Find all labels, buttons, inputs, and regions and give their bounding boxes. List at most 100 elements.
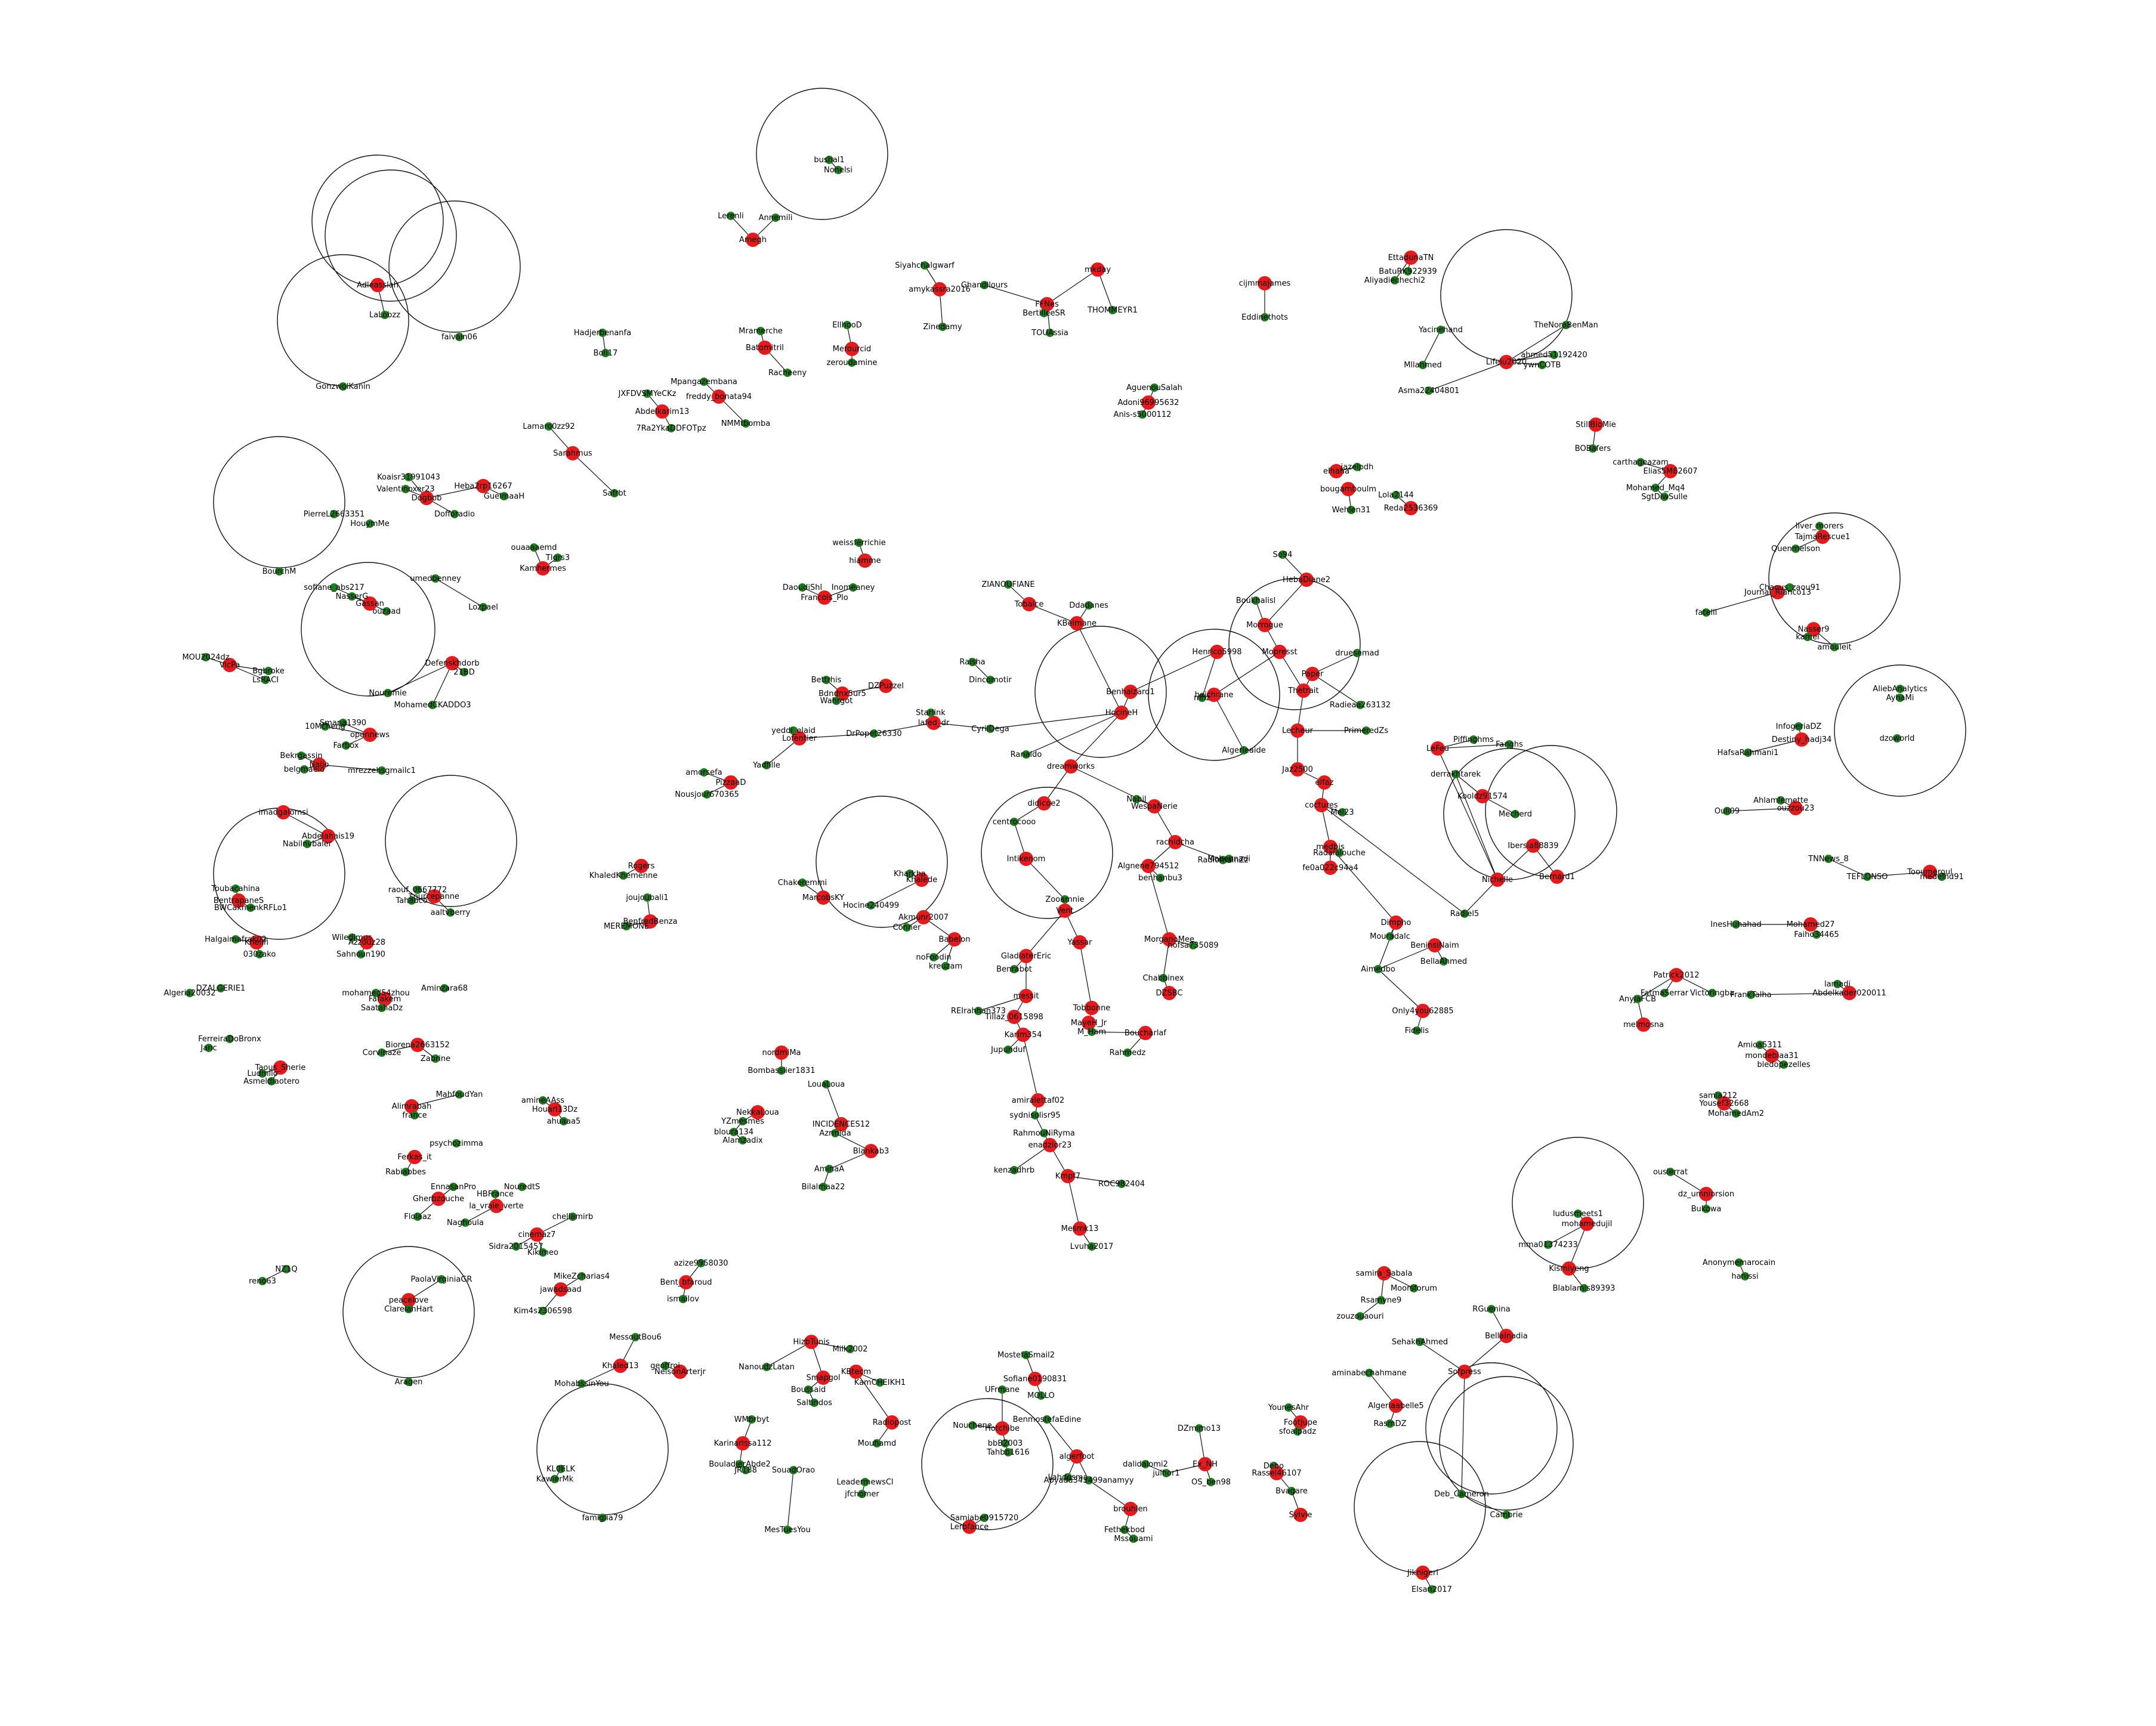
- node-zouzouaouri[interactable]: [1356, 1312, 1364, 1320]
- node-mohamed[interactable]: [428, 701, 437, 709]
- node-yadfille[interactable]: [762, 761, 771, 769]
- node-boussaid[interactable]: [804, 1385, 813, 1394]
- node-lecheur[interactable]: [1290, 723, 1305, 738]
- node-benhalzard[interactable]: [1123, 685, 1138, 699]
- node-amouleit[interactable]: [1830, 643, 1839, 651]
- node-m_ham[interactable]: [1088, 1028, 1096, 1036]
- node-kharkha[interactable]: [906, 870, 914, 878]
- node-dzmimo13[interactable]: [1195, 1424, 1203, 1433]
- node-hiamme[interactable]: [858, 553, 872, 568]
- node-saatahadz[interactable]: [378, 1004, 386, 1012]
- node-paper[interactable]: [1305, 667, 1320, 681]
- node-fatmaserrar[interactable]: [1660, 989, 1669, 997]
- node-akmune[interactable]: [916, 910, 931, 924]
- node-corvina[interactable]: [378, 1048, 386, 1057]
- node-asmeldiaotero[interactable]: [267, 1077, 276, 1085]
- node-tnnews[interactable]: [1824, 855, 1833, 863]
- node-lamadi[interactable]: [1833, 980, 1842, 988]
- node-dofforadio[interactable]: [450, 510, 459, 518]
- node-didicoe[interactable]: [1037, 796, 1051, 811]
- node-heichrane[interactable]: [1207, 688, 1221, 702]
- node-ouzaad[interactable]: [382, 607, 391, 615]
- node-benfredbenza[interactable]: [643, 914, 657, 929]
- node-rogers[interactable]: [634, 859, 648, 873]
- node-mohabssinyou[interactable]: [577, 1379, 586, 1388]
- node-ayhami[interactable]: [1896, 694, 1904, 702]
- node-bernard1[interactable]: [1550, 870, 1564, 884]
- node-mssouami[interactable]: [1129, 1535, 1138, 1543]
- node-centrocooo[interactable]: [1010, 818, 1018, 826]
- node-mohamed27[interactable]: [1803, 917, 1818, 932]
- node-touassia[interactable]: [1046, 329, 1054, 337]
- node-abdelahais19[interactable]: [321, 829, 335, 843]
- node-thenora[interactable]: [1562, 321, 1570, 329]
- node-ferkas[interactable]: [407, 1150, 422, 1164]
- node-smapgol[interactable]: [816, 1371, 830, 1385]
- node-bettrhis[interactable]: [822, 676, 830, 684]
- node-kooldz[interactable]: [1475, 789, 1490, 803]
- node-asma22[interactable]: [1425, 386, 1433, 395]
- node-mostefasmail2[interactable]: [1022, 1351, 1030, 1359]
- node-heba[interactable]: [476, 479, 490, 493]
- node-ddadanes[interactable]: [1085, 601, 1093, 610]
- node-amiralettaf02[interactable]: [1031, 1093, 1045, 1108]
- node-elsan2017[interactable]: [1428, 1585, 1436, 1594]
- node-merourcid[interactable]: [845, 342, 859, 356]
- node-bourchm[interactable]: [275, 567, 283, 576]
- node-younesahr[interactable]: [1284, 1403, 1293, 1412]
- node-sahnoun190[interactable]: [357, 950, 365, 958]
- node-cartier[interactable]: [1636, 458, 1645, 466]
- node-mhz[interactable]: [1198, 694, 1206, 702]
- node-blankab3[interactable]: [864, 1144, 878, 1158]
- node-guelmaah[interactable]: [500, 492, 508, 500]
- node-bentaroud[interactable]: [679, 1275, 693, 1289]
- node-dzalgerie1[interactable]: [217, 984, 225, 992]
- node-dzndn[interactable]: [460, 668, 468, 676]
- node-berstilleee[interactable]: [1040, 309, 1048, 317]
- node-hotchibe[interactable]: [995, 1421, 1009, 1436]
- node-radalalouche[interactable]: [1335, 849, 1343, 857]
- node-mayeh[interactable]: [1082, 1016, 1096, 1030]
- node-aliebanalytics[interactable]: [1896, 685, 1904, 693]
- node-psychozimma[interactable]: [452, 1139, 461, 1147]
- node-cijmm[interactable]: [1258, 276, 1272, 290]
- node-julhor[interactable]: [1162, 1469, 1170, 1477]
- node-algeriaabelle5[interactable]: [1389, 1399, 1403, 1413]
- node-adoni[interactable]: [1141, 395, 1156, 410]
- node-morrogue[interactable]: [1258, 618, 1272, 632]
- node-inomeaney[interactable]: [849, 583, 857, 592]
- node-toubacahina[interactable]: [231, 884, 240, 893]
- node-ludmilo[interactable]: [258, 1069, 267, 1078]
- node-journal[interactable]: [1771, 585, 1785, 599]
- node-hbfrance[interactable]: [491, 1190, 499, 1198]
- node-cyrildega[interactable]: [986, 725, 994, 733]
- node-mikezcharias4[interactable]: [577, 1272, 586, 1280]
- node-dzoworld[interactable]: [1893, 734, 1901, 743]
- node-so94[interactable]: [1278, 550, 1287, 559]
- node-bilalmaa22[interactable]: [819, 1183, 827, 1191]
- node-tlgrs3[interactable]: [554, 553, 562, 562]
- node-valentinoxer23[interactable]: [401, 485, 410, 493]
- node-biorena[interactable]: [410, 1038, 425, 1052]
- node-mestuesyou[interactable]: [783, 1526, 792, 1534]
- node-elfaha[interactable]: [1329, 464, 1343, 478]
- node-abyada[interactable]: [1085, 1476, 1093, 1484]
- node-halgaima[interactable]: [231, 935, 240, 944]
- node-os_ben98[interactable]: [1207, 1478, 1215, 1486]
- node-7ra2ykaddfotpz[interactable]: [667, 424, 675, 432]
- node-chellamirb[interactable]: [569, 1212, 577, 1221]
- node-dalidalomi[interactable]: [1141, 1460, 1150, 1468]
- node-infogeria[interactable]: [1794, 722, 1803, 731]
- node-zianoufiane[interactable]: [1004, 580, 1012, 589]
- node-sofiane831[interactable]: [1028, 1372, 1042, 1386]
- node-yacinehand[interactable]: [1437, 326, 1445, 334]
- node-khelifi[interactable]: [249, 935, 264, 949]
- node-mecherd[interactable]: [1511, 810, 1519, 818]
- node-destiny[interactable]: [1794, 732, 1809, 747]
- node-geoffroi[interactable]: [661, 1362, 669, 1370]
- node-bloura134[interactable]: [730, 1128, 738, 1136]
- node-brouhlen[interactable]: [1123, 1502, 1138, 1516]
- node-benhanbu3[interactable]: [1156, 874, 1165, 882]
- node-primeredz[interactable]: [1362, 726, 1370, 735]
- node-houari[interactable]: [548, 1102, 562, 1116]
